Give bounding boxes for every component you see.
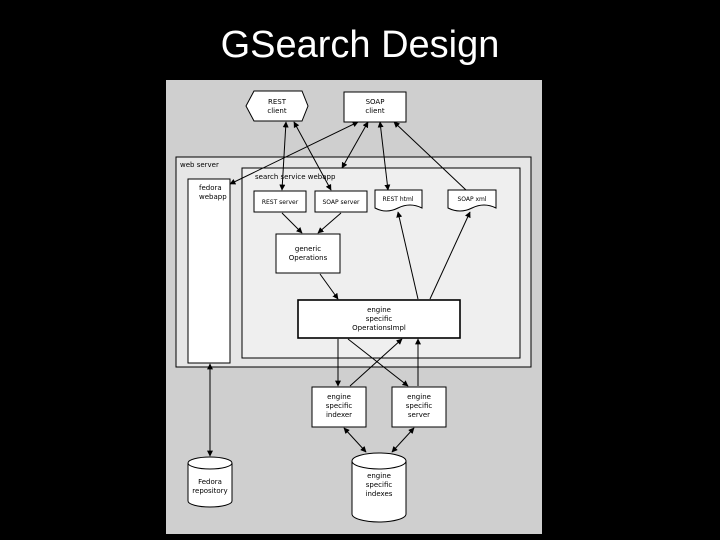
arrow-soap-client-rest-html [377, 121, 391, 191]
fedora-repository-label-1: Fedora [198, 478, 222, 486]
soap-xml-label: SOAP xml [457, 196, 486, 203]
fedora-repository-cylinder [187, 463, 233, 508]
engine-specific-indexer-label-3: indexer [326, 411, 352, 419]
engine-specific-server-label-3: server [408, 411, 430, 419]
fedora-webapp-label-2: webapp [199, 193, 227, 201]
arrow-indexer-indexes [343, 427, 367, 453]
web-server-label: web server [180, 161, 219, 169]
arrow-soap-server-generic [317, 212, 342, 234]
fedora-webapp-box [187, 178, 231, 364]
rest-server-label: REST server [262, 199, 299, 206]
generic-operations-label-2: Operations [289, 254, 328, 262]
soap-client-label-2: client [365, 107, 384, 115]
engine-specific-indexer-box [311, 386, 367, 428]
rest-client-label-2: client [267, 107, 286, 115]
arrow-soap-xml-soap-client [393, 121, 467, 191]
architecture-diagram: web server search service webapp fedora … [166, 80, 542, 534]
soap-server-label: SOAP server [322, 199, 360, 206]
rest-client-label-1: REST [268, 98, 287, 106]
engine-specific-operations-label-1: engine [367, 306, 391, 314]
engine-specific-indexes-label-2: specific [366, 481, 393, 489]
arrow-soap-client-soap-server [341, 121, 369, 169]
engine-specific-operations-label-2: specific [366, 315, 393, 323]
generic-operations-box [275, 233, 341, 274]
engine-specific-server-box [391, 386, 447, 428]
engine-specific-operations-box [297, 299, 461, 339]
diagram-canvas: web server search service webapp fedora … [175, 90, 532, 523]
engine-specific-indexes-label-1: engine [367, 472, 391, 480]
fedora-repository-top [187, 456, 233, 470]
connector-arrows [207, 121, 471, 457]
rest-html-doc [374, 189, 423, 212]
soap-xml-doc [447, 189, 497, 212]
arrow-soap-client-fedora-webapp [229, 121, 359, 185]
engine-specific-indexes-label-3: indexes [366, 490, 393, 498]
soap-client-box [343, 91, 407, 123]
soap-server-box [314, 190, 368, 213]
slide-title: GSearch Design [220, 24, 500, 66]
soap-client-label-1: SOAP [366, 98, 385, 106]
engine-specific-operations-label-3: OperationsImpl [352, 324, 406, 332]
arrow-engine-ops-rest-html [396, 211, 419, 300]
engine-specific-indexer-label-1: engine [327, 393, 351, 401]
arrow-rest-server-generic [281, 212, 303, 234]
arrow-server-indexes [391, 427, 415, 453]
rest-server-box [253, 190, 307, 213]
engine-specific-server-label-1: engine [407, 393, 431, 401]
engine-specific-indexes-top [351, 452, 407, 470]
engine-specific-server-label-2: specific [406, 402, 433, 410]
rest-client-shape [245, 90, 309, 122]
rest-html-label: REST html [382, 196, 413, 203]
arrow-engine-ops-soap-xml [429, 211, 471, 300]
engine-specific-indexes-cylinder [351, 461, 407, 523]
fedora-webapp-label-1: fedora [199, 184, 222, 192]
engine-specific-indexer-label-2: specific [326, 402, 353, 410]
arrow-engine-ops-indexer-2 [349, 338, 403, 387]
generic-operations-label-1: generic [295, 245, 321, 253]
arrow-engine-ops-server-1 [347, 338, 409, 387]
arrow-generic-engine-ops [319, 273, 339, 300]
fedora-repository-label-2: repository [192, 487, 227, 495]
